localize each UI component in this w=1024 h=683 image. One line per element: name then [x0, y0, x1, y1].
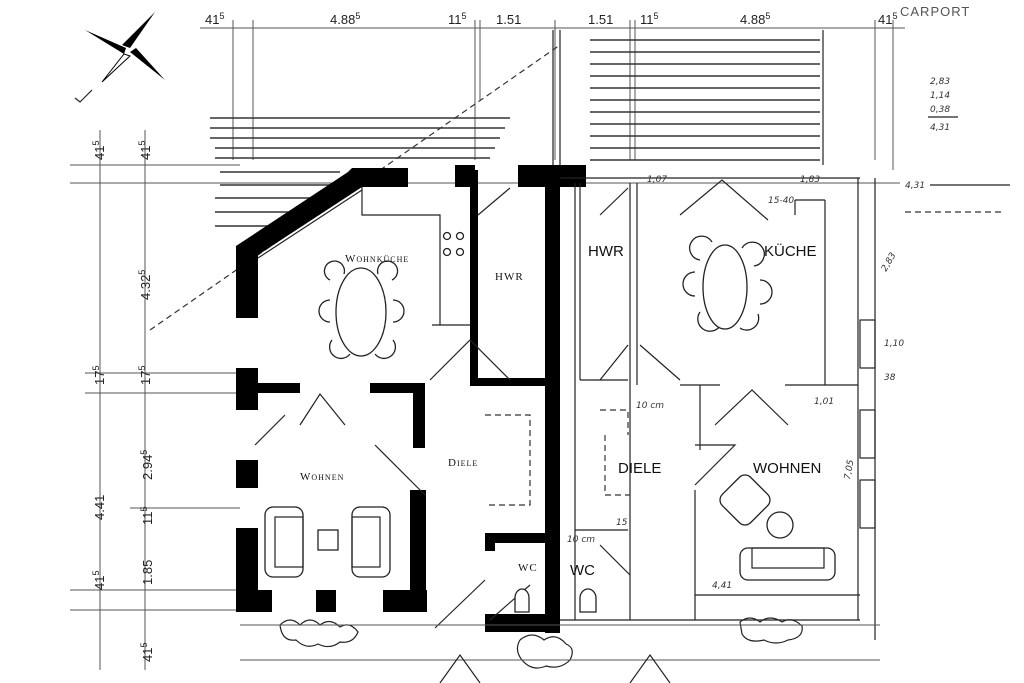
top-dim-5: 1.51: [588, 12, 613, 27]
toilet-right: [579, 588, 597, 613]
annotation-1-07: 1,07: [647, 175, 667, 185]
terrace-hatching-right: [590, 30, 824, 165]
annotation-10cm-1: 10 cm: [636, 401, 664, 411]
annotation-2-83: 2,83: [880, 251, 899, 274]
top-dim-8: 415: [878, 11, 897, 27]
left-unit-walls: [236, 165, 586, 633]
terrace-hatching-left: [210, 117, 510, 227]
left-dimension-lines: [70, 130, 900, 670]
annotation-10cm-2: 10 cm: [567, 535, 595, 545]
note-total: 4,31: [905, 181, 925, 191]
room-label-hwr-right: HWR: [588, 243, 624, 260]
right-unit-walls: [560, 177, 876, 640]
door-hwr-right[interactable]: [599, 344, 681, 381]
door-kitchen-living[interactable]: [299, 392, 346, 426]
door-hwr-right-terrace[interactable]: [599, 187, 629, 216]
door-kitchen-terrace[interactable]: [679, 179, 769, 221]
door-living-hall[interactable]: [374, 444, 426, 496]
room-label-diele-left: Diele: [448, 457, 478, 469]
door-wc-right[interactable]: [599, 544, 631, 576]
annotation-1-01: 1,01: [814, 397, 834, 407]
left-dim-outer-4: 415: [91, 571, 107, 590]
stove-icon: [442, 231, 465, 257]
door-kitchen-living-right[interactable]: [714, 389, 789, 426]
top-dimension-line: [200, 20, 905, 170]
top-dim-2: 4.885: [330, 11, 360, 27]
top-dim-1: 415: [205, 11, 224, 27]
room-label-wc-left: WC: [518, 562, 538, 574]
annotation-38: 38: [884, 373, 896, 383]
left-dim-inner-6: 1.85: [140, 560, 155, 585]
toilet-left: [514, 588, 530, 613]
compass-rose-icon: [74, 12, 165, 103]
left-dim-outer-1: 415: [91, 141, 107, 160]
annotation-4-41: 4,41: [712, 581, 732, 591]
note-3: 0,38: [930, 105, 950, 115]
top-dim-6: 115: [640, 11, 659, 27]
annotation-1-83: 1,83: [800, 175, 820, 185]
top-dim-7: 4.885: [740, 11, 770, 27]
left-dim-inner-1: 415: [137, 141, 153, 160]
room-label-hwr-left: HWR: [495, 271, 524, 283]
left-dim-inner-2: 4.325: [137, 270, 153, 300]
dining-table-left: [318, 260, 405, 360]
diagonal-reference-line: [149, 44, 561, 331]
door-hwr-left[interactable]: [429, 339, 511, 381]
note-4: 4,31: [930, 123, 950, 133]
annotation-15: 15: [616, 518, 628, 528]
annotation-1-10: 1,10: [884, 339, 904, 349]
entrance-door-left[interactable]: [434, 579, 486, 629]
dining-table-right: [682, 235, 773, 332]
note-2: 1,14: [930, 91, 950, 101]
living-furniture-right: [719, 474, 836, 581]
door-hall-living-right[interactable]: [694, 444, 737, 486]
annotation-7-05: 7,05: [843, 459, 856, 481]
left-dim-inner-5: 115: [139, 506, 155, 525]
top-dim-4: 1.51: [496, 12, 521, 27]
note-1: 2,83: [930, 77, 950, 87]
room-label-kueche: KÜCHE: [764, 242, 817, 260]
left-dim-inner-3: 175: [137, 366, 153, 385]
room-label-wc-right: WC: [570, 562, 595, 579]
left-dim-inner-4: 2.945: [139, 450, 155, 480]
room-label-wohnen-left: Wohnen: [300, 471, 344, 483]
kitchen-counter: [361, 187, 441, 325]
left-dim-outer-2: 175: [91, 366, 107, 385]
living-furniture-left: [264, 506, 391, 578]
carport-label: CARPORT: [900, 4, 970, 19]
top-dim-3: 115: [448, 11, 467, 27]
annotation-15-40: 15-40: [768, 196, 794, 206]
door-hwr-terrace[interactable]: [477, 187, 511, 216]
stair: [552, 30, 561, 165]
left-dim-outer-3: 4.41: [92, 495, 107, 520]
room-label-wohnkueche: Wohnküche: [345, 253, 409, 265]
room-label-wohnen-right: WOHNEN: [753, 460, 821, 477]
left-dim-inner-7: 415: [139, 643, 155, 662]
room-label-diele-right: DIELE: [618, 460, 661, 477]
